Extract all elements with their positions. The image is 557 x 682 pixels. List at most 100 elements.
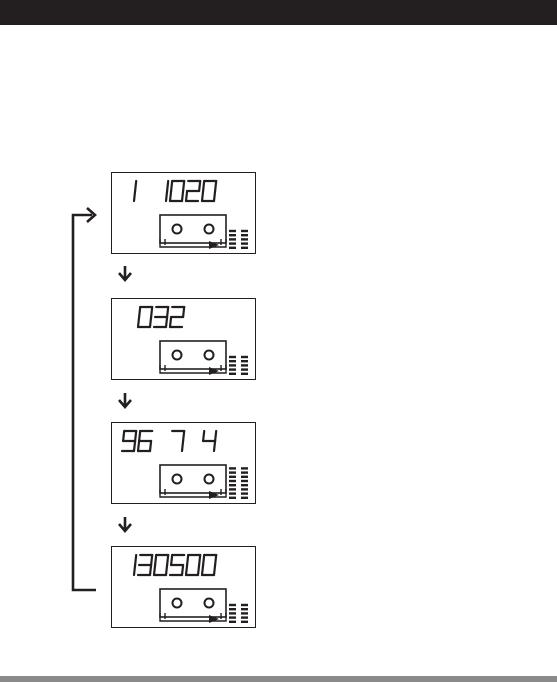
level-meter-bar	[241, 612, 248, 614]
level-meter-bar	[229, 621, 236, 623]
arrow-down-icon	[117, 516, 133, 534]
lcd-digit	[186, 555, 200, 575]
arrow-down-icon	[117, 392, 133, 410]
level-meter-bar	[241, 621, 248, 623]
level-meter-bar	[241, 497, 248, 499]
lcd-content-2	[112, 299, 257, 381]
level-meter	[229, 230, 248, 249]
lcd-digit	[172, 431, 184, 451]
lcd-digit	[170, 307, 184, 327]
level-meter-bar	[229, 616, 236, 618]
level-meter-bar	[229, 467, 236, 469]
level-meter-bar	[241, 356, 248, 358]
lcd-segment	[187, 555, 188, 565]
lcd-segment	[167, 555, 168, 565]
lcd-segment	[166, 191, 167, 201]
cassette-icon	[160, 589, 226, 623]
play-triangle-icon	[209, 241, 219, 249]
level-meter-bar	[241, 616, 248, 618]
lcd-segment	[167, 307, 168, 317]
lcd-digit	[186, 181, 200, 201]
level-meter-bar	[229, 497, 236, 499]
cassette-icon	[160, 215, 226, 249]
level-meter-bar	[241, 368, 248, 370]
lcd-content-1	[112, 173, 257, 255]
level-meter	[229, 604, 248, 623]
level-meter-bar	[241, 238, 248, 240]
lcd-digit	[154, 307, 168, 327]
lcd-segment	[182, 565, 183, 575]
lcd-segment	[154, 565, 155, 575]
level-meter-bar	[241, 242, 248, 244]
level-meter	[229, 356, 248, 375]
level-meter-bar	[241, 247, 248, 249]
level-meter-bar	[229, 492, 236, 494]
cassette-icon	[160, 465, 226, 499]
lcd-segment	[139, 431, 140, 441]
level-meter-bar	[229, 234, 236, 236]
lcd-segment	[215, 431, 216, 441]
lcd-segment	[151, 555, 152, 565]
lcd-digit	[203, 431, 216, 451]
lcd-digit	[166, 181, 168, 201]
level-meter-bar	[229, 608, 236, 610]
level-meter-bar	[229, 488, 236, 490]
lcd-segment	[202, 565, 203, 575]
lcd-segment	[167, 181, 168, 191]
lcd-segment	[202, 191, 203, 201]
lcd-segment	[139, 307, 140, 317]
level-meter	[229, 467, 248, 499]
lcd-segment	[134, 191, 135, 201]
lcd-digit	[134, 555, 136, 575]
lcd-digit	[134, 181, 136, 201]
return-loop-arrow-icon	[66, 200, 106, 595]
lcd-segment	[203, 555, 204, 565]
arrow-down-icon	[117, 265, 133, 283]
level-meter-bar	[241, 476, 248, 478]
lcd-segment	[171, 555, 172, 565]
lcd-segment	[215, 181, 216, 191]
lcd-segment	[135, 431, 136, 441]
lcd-digit	[170, 555, 184, 575]
level-meter-bar	[229, 238, 236, 240]
lcd-segment	[198, 565, 199, 575]
lcd-segment	[183, 181, 184, 191]
level-meter-bar	[241, 471, 248, 473]
level-meter-bar	[241, 373, 248, 375]
lcd-segment	[214, 191, 215, 201]
lcd-segment	[186, 565, 187, 575]
level-meter-bar	[229, 612, 236, 614]
level-meter-bar	[241, 480, 248, 482]
lcd-display-3	[111, 422, 256, 504]
level-meter-bar	[229, 471, 236, 473]
level-meter-bar	[229, 476, 236, 478]
lcd-segment	[215, 555, 216, 565]
level-meter-bar	[241, 230, 248, 232]
lcd-segment	[214, 441, 215, 451]
lcd-segment	[203, 181, 204, 191]
lcd-segment	[182, 191, 183, 201]
lcd-segment	[166, 565, 167, 575]
lcd-segment	[183, 307, 184, 317]
lcd-segment	[151, 307, 152, 317]
lcd-digit	[202, 181, 216, 201]
lcd-segment	[199, 555, 200, 565]
level-meter-bar	[241, 364, 248, 366]
lcd-digit	[138, 431, 152, 451]
lcd-segment	[123, 431, 124, 441]
lcd-content-3	[112, 423, 257, 505]
lcd-segment	[182, 441, 183, 451]
lcd-segment	[150, 317, 151, 327]
lcd-digit	[202, 555, 216, 575]
level-meter-bar	[229, 242, 236, 244]
lcd-segment	[214, 565, 215, 575]
level-meter-bar	[229, 373, 236, 375]
level-meter-bar	[229, 247, 236, 249]
lcd-segment	[150, 565, 151, 575]
lcd-segment	[135, 555, 136, 565]
level-meter-bar	[241, 608, 248, 610]
level-meter-bar	[229, 230, 236, 232]
level-meter-bar	[229, 356, 236, 358]
level-meter-bar	[229, 484, 236, 486]
lcd-segment	[171, 181, 172, 191]
